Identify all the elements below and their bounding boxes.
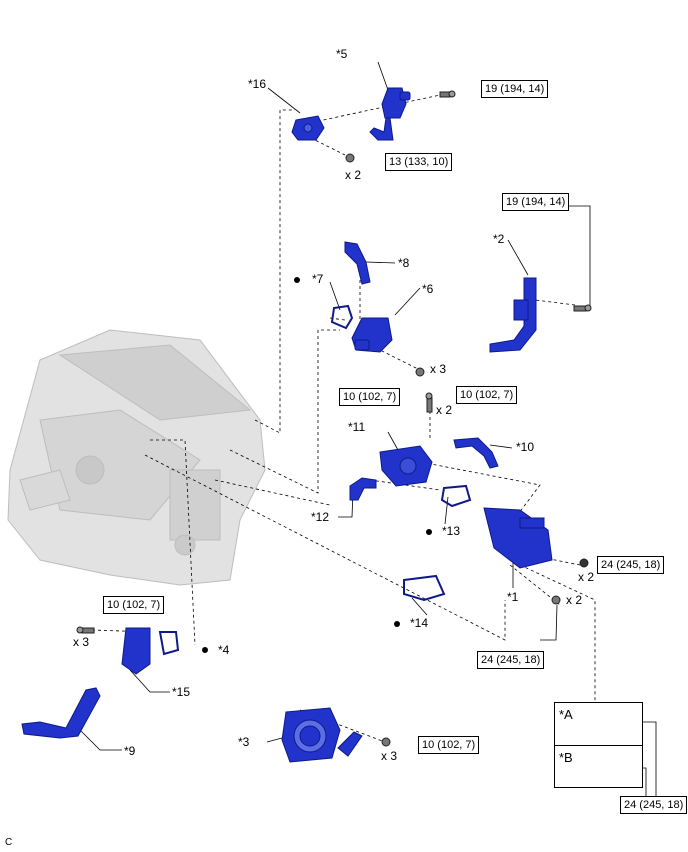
torque-box-13: 13 (133, 10) <box>385 153 453 171</box>
part-6 <box>351 317 393 353</box>
legend-key-b: *B <box>559 750 573 765</box>
part-15 <box>121 627 151 675</box>
torque-box-19a: 19 (194, 14) <box>481 80 549 98</box>
bolt-6 <box>551 595 561 605</box>
torque-box-10d: 10 (102, 7) <box>418 736 480 754</box>
part-5 <box>369 87 411 141</box>
corner-code: C <box>5 837 13 848</box>
legend-key-a: *A <box>559 707 573 722</box>
part-1 <box>483 507 553 569</box>
bolt-3 <box>573 304 592 312</box>
part-12 <box>349 477 377 501</box>
qty-label-1: x 2 <box>345 168 362 182</box>
label-part-14: *14 <box>410 616 429 630</box>
part-3 <box>281 707 363 763</box>
qty-label-4: x 2 <box>578 570 595 584</box>
qty-label-7: x 3 <box>381 749 398 763</box>
bolt-7 <box>76 626 95 634</box>
label-part-6: *6 <box>422 282 434 296</box>
part-9 <box>21 687 101 739</box>
label-part-13: *13 <box>442 524 461 538</box>
engine-block <box>7 329 266 586</box>
part-13 <box>440 484 472 508</box>
label-part-1: *1 <box>507 590 519 604</box>
qty-label-6: x 3 <box>73 635 90 649</box>
part-10 <box>453 437 499 469</box>
torque-box-10c: 10 (102, 7) <box>103 596 165 614</box>
qty-label-2: x 3 <box>430 362 447 376</box>
label-part-16: *16 <box>248 77 267 91</box>
qty-label-3: x 2 <box>436 403 453 417</box>
part-2 <box>489 277 537 353</box>
label-part-2: *2 <box>493 232 505 246</box>
label-part-8: *8 <box>398 256 410 270</box>
blue-parts <box>21 87 553 763</box>
torque-box-24b: 24 (245, 18) <box>477 651 545 669</box>
label-part-3: *3 <box>238 735 250 749</box>
qty-label-5: x 2 <box>566 593 583 607</box>
legend-row-a: *A <box>555 703 642 745</box>
marker-dot-14 <box>394 621 400 627</box>
label-part-7: *7 <box>312 272 324 286</box>
bolt-5 <box>425 392 433 413</box>
fastener-legend: *A *B <box>554 702 643 788</box>
marker-dot-13 <box>426 529 432 535</box>
part-11 <box>379 445 433 487</box>
bolt-2 <box>345 153 355 163</box>
marker-dot-7 <box>294 277 300 283</box>
label-part-5: *5 <box>336 47 348 61</box>
label-part-15: *15 <box>172 685 191 699</box>
bolt-4 <box>415 367 425 377</box>
torque-box-19b: 19 (194, 14) <box>502 193 570 211</box>
part-4 <box>158 631 180 656</box>
part-14 <box>403 574 446 602</box>
label-part-12: *12 <box>311 510 330 524</box>
part-16 <box>291 115 325 141</box>
torque-box-10b: 10 (102, 7) <box>456 386 518 404</box>
part-7 <box>330 304 354 330</box>
label-part-4: *4 <box>218 643 230 657</box>
part-8 <box>344 241 371 285</box>
torque-box-24c: 24 (245, 18) <box>620 796 688 814</box>
label-part-9: *9 <box>124 744 136 758</box>
marker-dot-4 <box>202 647 208 653</box>
torque-box-10a: 10 (102, 7) <box>339 388 401 406</box>
bolt-1 <box>439 90 456 98</box>
legend-row-b: *B <box>555 745 642 788</box>
label-part-11: *11 <box>348 420 366 434</box>
nut-1 <box>579 558 589 568</box>
torque-box-24a: 24 (245, 18) <box>597 556 665 574</box>
label-part-10: *10 <box>516 440 535 454</box>
bolt-8 <box>381 737 391 747</box>
